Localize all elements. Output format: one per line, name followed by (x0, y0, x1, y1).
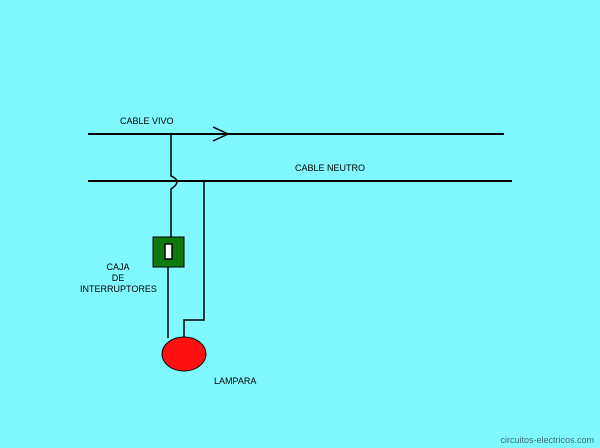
neutral-cable-label: CABLE NEUTRO (295, 163, 366, 173)
live-cable-arrow-icon (212, 126, 230, 142)
lamp-label: LAMPARA (214, 376, 257, 386)
switch-box-label: CAJA DE INTERRUPTORES (80, 262, 157, 295)
switch-box-label-line1: CAJA (106, 262, 130, 272)
switch-box-label-line3: INTERRUPTORES (80, 284, 157, 294)
lamp-bulb (161, 336, 207, 372)
switch-box-label-line2: DE (111, 273, 125, 283)
live-cable-label: CABLE VIVO (120, 116, 174, 126)
switch-toggle-icon (164, 243, 173, 260)
site-credit: circuitos-electricos.com (500, 435, 594, 445)
live-drop-wire (170, 134, 178, 237)
neutral-to-lamp-wire (183, 181, 205, 338)
